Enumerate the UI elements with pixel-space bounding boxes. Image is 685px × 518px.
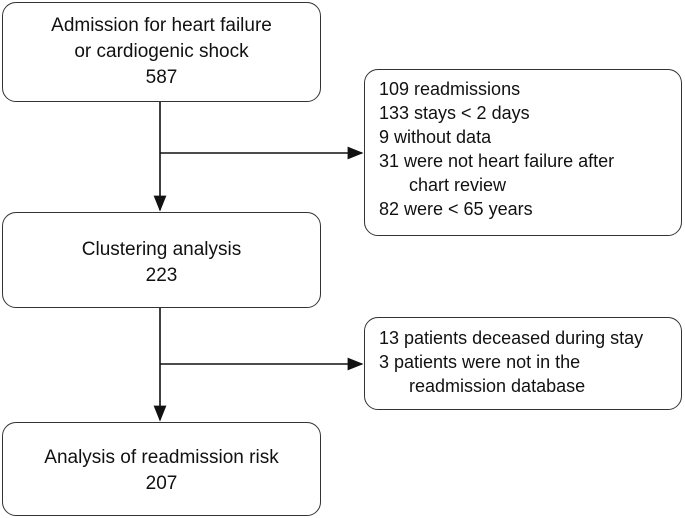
- clustering-label: Clustering analysis: [81, 239, 242, 260]
- exclusion-1-line-4: 31 were not heart failure after: [379, 151, 615, 171]
- exclusion-2-line-2: 3 patients were not in the: [379, 352, 581, 372]
- admission-line-1: Admission for heart failure: [51, 15, 272, 36]
- admission-box: Admission for heart failure or cardiogen…: [2, 2, 321, 102]
- exclusion-box-2: 13 patients deceased during stay 3 patie…: [364, 317, 682, 410]
- admission-line-2: or cardiogenic shock: [74, 41, 249, 62]
- exclusion-1-line-1: 109 readmissions: [379, 79, 521, 99]
- exclusion-2-line-3: readmission database: [409, 376, 586, 396]
- exclusion-2-line-1: 13 patients deceased during stay: [379, 328, 644, 348]
- exclusion-1-line-2: 133 stays < 2 days: [379, 103, 530, 123]
- clustering-count: 223: [145, 265, 178, 286]
- readmission-risk-label: Analysis of readmission risk: [44, 447, 279, 468]
- readmission-risk-count: 207: [145, 473, 178, 494]
- readmission-risk-box: Analysis of readmission risk 207: [2, 422, 321, 516]
- exclusion-box-1: 109 readmissions 133 stays < 2 days 9 wi…: [364, 69, 682, 236]
- exclusion-1-line-3: 9 without data: [379, 127, 492, 147]
- exclusion-1-line-5: chart review: [409, 175, 507, 195]
- exclusion-1-line-6: 82 were < 65 years: [379, 199, 533, 219]
- clustering-box: Clustering analysis 223: [2, 212, 321, 308]
- admission-count: 587: [145, 67, 178, 88]
